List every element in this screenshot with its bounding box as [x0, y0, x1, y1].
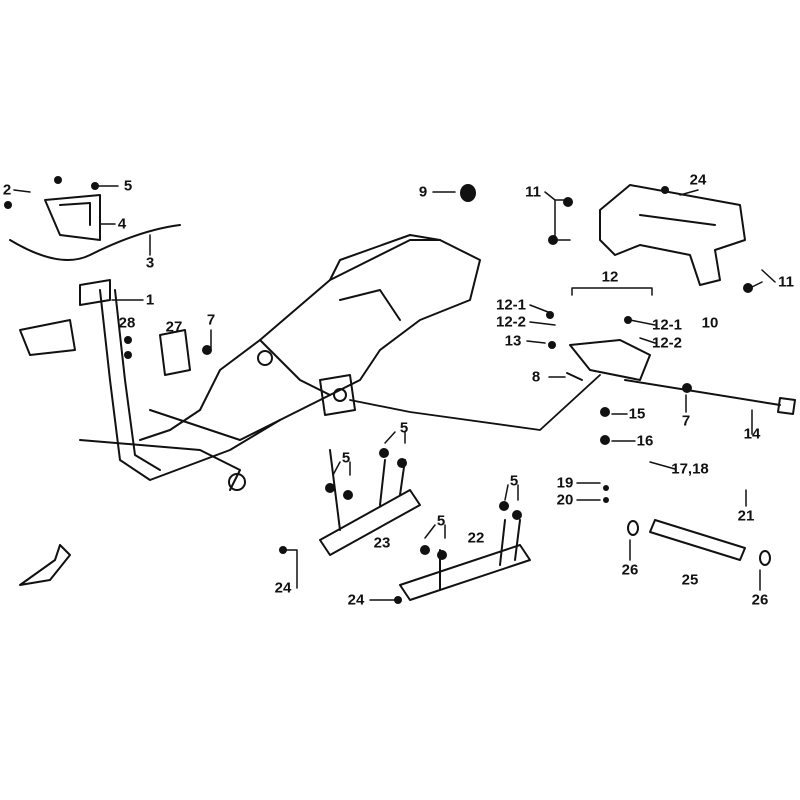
callout-label: 22 [467, 529, 485, 547]
callout-label: 9 [418, 183, 428, 201]
callout-label: 15 [628, 405, 646, 423]
callout-label: 28 [118, 314, 136, 332]
step-plate-23 [319, 449, 421, 556]
bracket-4 [44, 194, 101, 241]
fasteners [4, 176, 753, 604]
washers [566, 372, 771, 566]
callout-label: 12-1 [651, 316, 683, 334]
callout-label: 20 [556, 491, 574, 509]
callout-label: 10 [701, 314, 719, 332]
callout-label: 12-2 [651, 334, 683, 352]
direction-arrow [19, 544, 71, 586]
callout-label: 21 [737, 507, 755, 525]
callout-label: 2 [2, 181, 12, 199]
callout-label: 23 [373, 534, 391, 552]
pivot-assembly [569, 339, 651, 381]
callout-label: 8 [531, 368, 541, 386]
shaft-25 [649, 519, 746, 561]
callout-label: 16 [636, 432, 654, 450]
callout-label: 25 [681, 571, 699, 589]
callout-label: 5 [399, 419, 409, 437]
callout-label: 1 [145, 291, 155, 309]
leader-lines [13, 185, 776, 601]
callout-label: 12-1 [495, 296, 527, 314]
leader-line [349, 374, 601, 431]
callout-label: 24 [274, 579, 292, 597]
callout-label: 27 [165, 318, 183, 336]
step-plate-22 [399, 519, 531, 601]
callout-label: 13 [504, 332, 522, 350]
callout-label: 5 [123, 177, 133, 195]
callout-label: 26 [751, 591, 769, 609]
callout-label: 24 [347, 591, 365, 609]
callout-label: 24 [689, 171, 707, 189]
cable-3 [9, 224, 181, 261]
bolt-14 [624, 379, 796, 415]
bracket-27 [159, 329, 191, 376]
callout-label: 17,18 [671, 460, 709, 478]
callout-label: 14 [743, 425, 761, 443]
callout-label: 5 [341, 449, 351, 467]
callout-label: 11 [778, 273, 794, 291]
callout-label: 5 [509, 472, 519, 490]
callout-label: 5 [436, 512, 446, 530]
callout-label: 7 [681, 412, 691, 430]
callout-label: 26 [621, 561, 639, 579]
main-frame [19, 234, 481, 491]
callout-label: 4 [117, 215, 127, 233]
callout-label: 3 [145, 254, 155, 272]
callout-label: 12 [601, 268, 619, 286]
callout-label: 11 [525, 183, 541, 201]
bracket-10 [599, 184, 746, 286]
callout-label: 7 [206, 311, 216, 329]
callout-label: 12-2 [495, 313, 527, 331]
callout-label: 19 [556, 474, 574, 492]
